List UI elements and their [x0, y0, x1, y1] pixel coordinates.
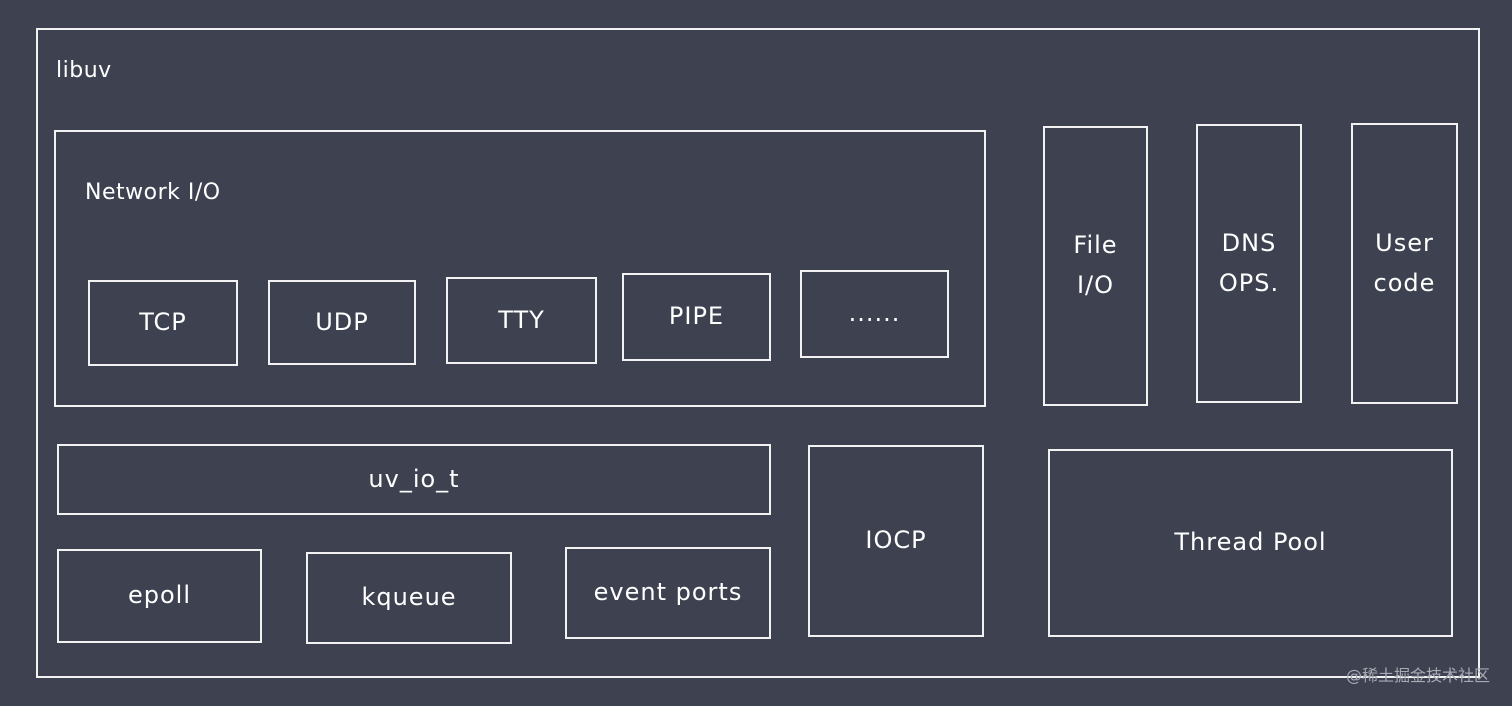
epoll-box: epoll — [57, 549, 262, 643]
thread-pool-label: Thread Pool — [1174, 528, 1327, 557]
iocp-label: IOCP — [865, 526, 927, 555]
watermark: @稀土掘金技术社区 — [1345, 666, 1490, 685]
user-code-line1: User — [1375, 228, 1434, 257]
pipe-label: PIPE — [668, 302, 725, 331]
event-ports-label: event ports — [593, 578, 743, 607]
file-io-line2: I/O — [1076, 271, 1115, 299]
kqueue-box: kqueue — [306, 552, 512, 644]
tcp-box: TCP — [88, 280, 238, 366]
network-io-group — [54, 130, 986, 407]
file-io-line1: File — [1073, 231, 1118, 260]
user-code-box: User code — [1351, 123, 1458, 404]
tty-box: TTY — [446, 277, 597, 364]
libuv-title: libuv — [56, 58, 112, 83]
more-label: ...... — [848, 299, 901, 328]
udp-label: UDP — [315, 307, 369, 336]
uv-io-t-box: uv_io_t — [57, 444, 771, 515]
event-ports-box: event ports — [565, 547, 771, 639]
thread-pool-box: Thread Pool — [1048, 449, 1453, 637]
udp-box: UDP — [268, 280, 416, 365]
iocp-box: IOCP — [808, 445, 984, 637]
uv-io-t-label: uv_io_t — [368, 464, 460, 493]
dns-line2: OPS. — [1218, 268, 1280, 297]
kqueue-label: kqueue — [361, 583, 457, 612]
epoll-label: epoll — [127, 581, 192, 610]
libuv-container — [36, 28, 1480, 678]
dns-line1: DNS — [1221, 228, 1277, 257]
file-io-box: File I/O — [1043, 126, 1148, 406]
network-io-title: Network I/O — [85, 180, 221, 205]
user-code-line2: code — [1373, 268, 1436, 297]
tcp-label: TCP — [139, 308, 187, 337]
tty-label: TTY — [498, 305, 545, 334]
more-box: ...... — [800, 270, 949, 358]
dns-ops-box: DNS OPS. — [1196, 124, 1302, 403]
pipe-box: PIPE — [622, 273, 771, 361]
